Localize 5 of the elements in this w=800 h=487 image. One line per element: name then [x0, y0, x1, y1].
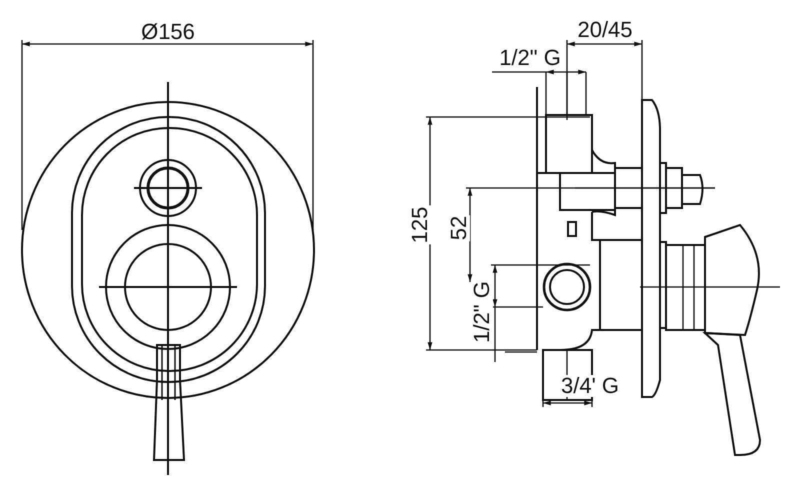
dimension-label: Ø156 [140, 21, 196, 43]
dimension-label: 1/2" G [471, 280, 493, 344]
dimension-label: 125 [409, 206, 431, 244]
dimension-label: 52 [448, 214, 470, 242]
dimension-label: 3/4' G [560, 375, 620, 397]
